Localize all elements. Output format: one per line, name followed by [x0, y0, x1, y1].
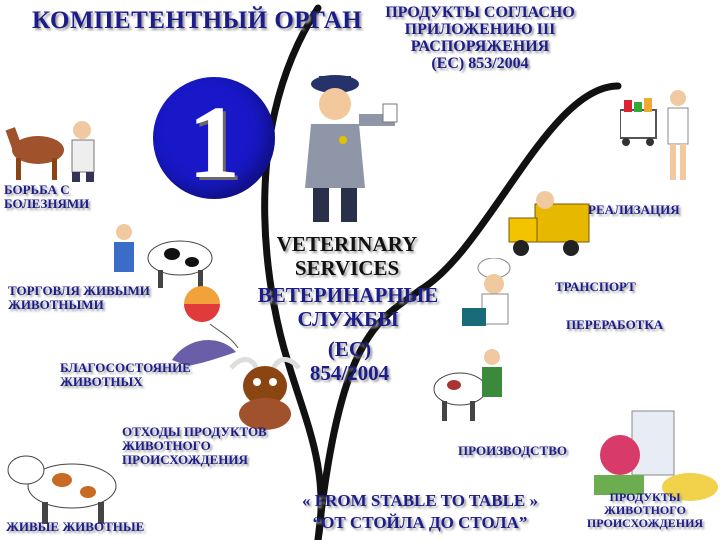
vet-ru-line-2: СЛУЖБЫ [297, 307, 399, 331]
label-animal-welfare: БЛАГОСОСТОЯНИЕ ЖИВОТНЫХ [60, 361, 191, 389]
farmer-cow-clipart [114, 224, 213, 288]
animal-products-line-2: ЖИВОТНОГО [604, 503, 686, 517]
label-transport: ТРАНСПОРТ [555, 279, 636, 294]
label-production: ПРОИЗВОДСТВО [458, 443, 567, 458]
welfare-line-2: ЖИВОТНЫХ [60, 374, 143, 389]
label-animal-byproducts: ОТХОДЫ ПРОДУКТОВ ЖИВОТНОГО ПРОИСХОЖДЕНИЯ [122, 425, 267, 467]
dolphin-clipart [172, 340, 236, 366]
number-badge: 1 [153, 77, 275, 200]
truck-clipart [508, 191, 590, 256]
label-animal-products: ПРОДУКТЫ ЖИВОТНОГО ПРОИСХОЖДЕНИЯ [570, 491, 720, 530]
waste-line-3: ПРОИСХОЖДЕНИЯ [122, 452, 248, 467]
welfare-line-1: БЛАГОСОСТОЯНИЕ [60, 360, 191, 375]
page-title: КОМПЕТЕНТНЫЙ ОРГАН [32, 7, 363, 34]
slogan-ru: “ОТ СТОЙЛА ДО СТОЛА” [312, 513, 528, 532]
vet-ru-line-1: ВЕТЕРИНАРНЫЕ [257, 283, 439, 307]
animal-products-line-1: ПРОДУКТЫ [609, 490, 681, 504]
waste-line-1: ОТХОДЫ ПРОДУКТОВ [122, 424, 267, 439]
policeman-clipart [305, 75, 398, 222]
bull-clipart [229, 357, 301, 430]
badge-number: 1 [188, 85, 240, 200]
disease-line-2: БОЛЕЗНЯМИ [4, 196, 90, 211]
animal-products-line-3: ПРОИСХОЖДЕНИЯ [586, 516, 704, 530]
dairy-products-clipart [594, 410, 718, 501]
products-line-2: ПРИЛОЖЕНИЮ III [404, 21, 556, 38]
regulation-line-2: 854/2004 [309, 361, 390, 385]
veterinary-services-en: VETERINARY SERVICES [262, 232, 432, 280]
waste-line-2: ЖИВОТНОГО [122, 438, 211, 453]
slogan: « FROM STABLE TO TABLE » “ОТ СТОЙЛА ДО С… [270, 490, 570, 534]
vet-horse-clipart [5, 121, 95, 182]
regulation-line-1: (ЕС) [327, 337, 372, 361]
chef-clipart [462, 258, 511, 326]
label-live-animals: ЖИВЫЕ ЖИВОТНЫЕ [6, 519, 145, 534]
trade-line-1: ТОРГОВЛЯ ЖИВЫМИ [8, 283, 150, 298]
label-retail: РЕАЛИЗАЦИЯ [588, 202, 680, 217]
products-line-3: РАСПОРЯЖЕНИЯ [410, 38, 550, 55]
label-live-animal-trade: ТОРГОВЛЯ ЖИВЫМИ ЖИВОТНЫМИ [8, 284, 150, 312]
slogan-en: « FROM STABLE TO TABLE » [301, 491, 539, 510]
label-processing: ПЕРЕРАБОТКА [566, 317, 664, 332]
cartoon-cow-clipart [7, 455, 117, 524]
vet-en-line-2: SERVICES [294, 256, 400, 280]
products-annex-title: ПРОДУКТЫ СОГЛАСНО ПРИЛОЖЕНИЮ III РАСПОРЯ… [375, 4, 585, 72]
label-disease-control: БОРЬБА С БОЛЕЗНЯМИ [4, 183, 89, 211]
ball-clipart [184, 286, 239, 349]
shopper-clipart [620, 90, 689, 180]
products-line-4: (ЕС) 853/2004 [431, 55, 529, 72]
farmer-cow-2-clipart [433, 349, 502, 421]
trade-line-2: ЖИВОТНЫМИ [8, 297, 104, 312]
regulation-854: (ЕС) 854/2004 [292, 337, 407, 385]
products-line-1: ПРОДУКТЫ СОГЛАСНО [385, 4, 575, 21]
veterinary-services-ru: ВЕТЕРИНАРНЫЕ СЛУЖБЫ [255, 283, 441, 331]
vet-en-line-1: VETERINARY [276, 232, 418, 256]
disease-line-1: БОРЬБА С [4, 182, 70, 197]
